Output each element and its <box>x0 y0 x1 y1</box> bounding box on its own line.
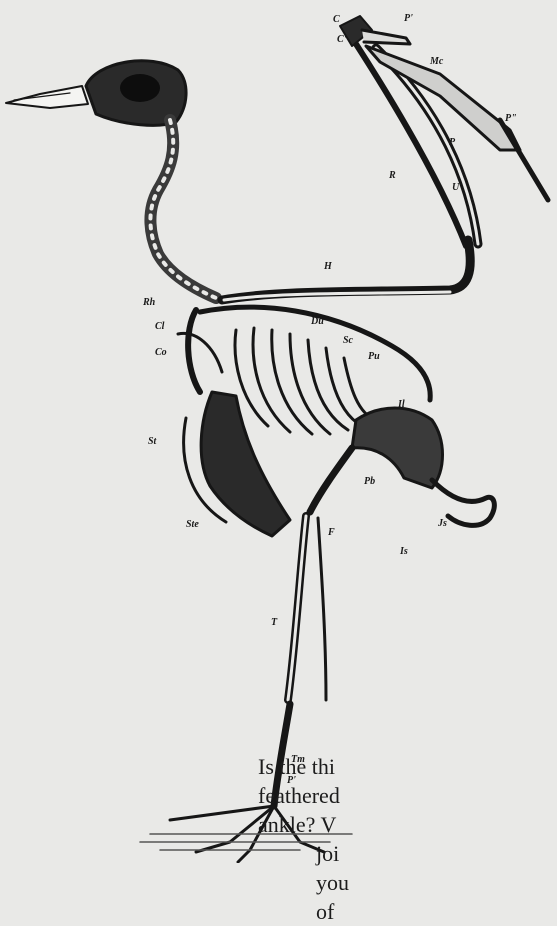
label-Il: Il <box>398 400 405 410</box>
label-C-prime: C' <box>337 35 346 45</box>
ribs <box>235 328 376 434</box>
label-Pb: Pb <box>364 477 375 487</box>
label-St: St <box>148 437 156 447</box>
caption-text: Is the thi feathered ankle? V joi you of <box>258 752 557 926</box>
label-Mc: Mc <box>430 57 443 67</box>
bird-skeleton-illustration <box>0 0 557 863</box>
label-Js: Js <box>438 519 447 529</box>
label-U: U <box>452 183 459 193</box>
label-C: C <box>333 15 340 25</box>
femur <box>310 448 352 512</box>
label-P: P <box>449 138 455 148</box>
label-Sc: Sc <box>343 336 353 346</box>
label-Ste: Ste <box>186 520 199 530</box>
label-Du: Du <box>311 317 324 327</box>
label-Pu: Pu <box>368 352 380 362</box>
label-P-double-prime: P" <box>505 114 517 124</box>
label-Rh: Rh <box>143 298 155 308</box>
furcula <box>178 333 222 372</box>
label-F: F <box>328 528 335 538</box>
caption-line: feathered <box>258 781 557 810</box>
label-H: H <box>324 262 332 272</box>
caption-line: joi <box>316 839 557 868</box>
caption-line: of <box>316 897 557 926</box>
label-Co: Co <box>155 348 167 358</box>
label-R: R <box>389 171 396 181</box>
coracoid <box>188 310 200 392</box>
caption-line: you <box>316 868 557 897</box>
label-P-prime: P' <box>404 14 413 24</box>
label-Cl: Cl <box>155 322 164 332</box>
beak <box>6 86 88 108</box>
label-T: T <box>271 618 277 628</box>
caption-line: Is the thi <box>258 752 557 781</box>
caption-line: ankle? V <box>258 810 557 839</box>
label-Is: Is <box>400 547 408 557</box>
neck-vertebrae <box>150 120 216 298</box>
